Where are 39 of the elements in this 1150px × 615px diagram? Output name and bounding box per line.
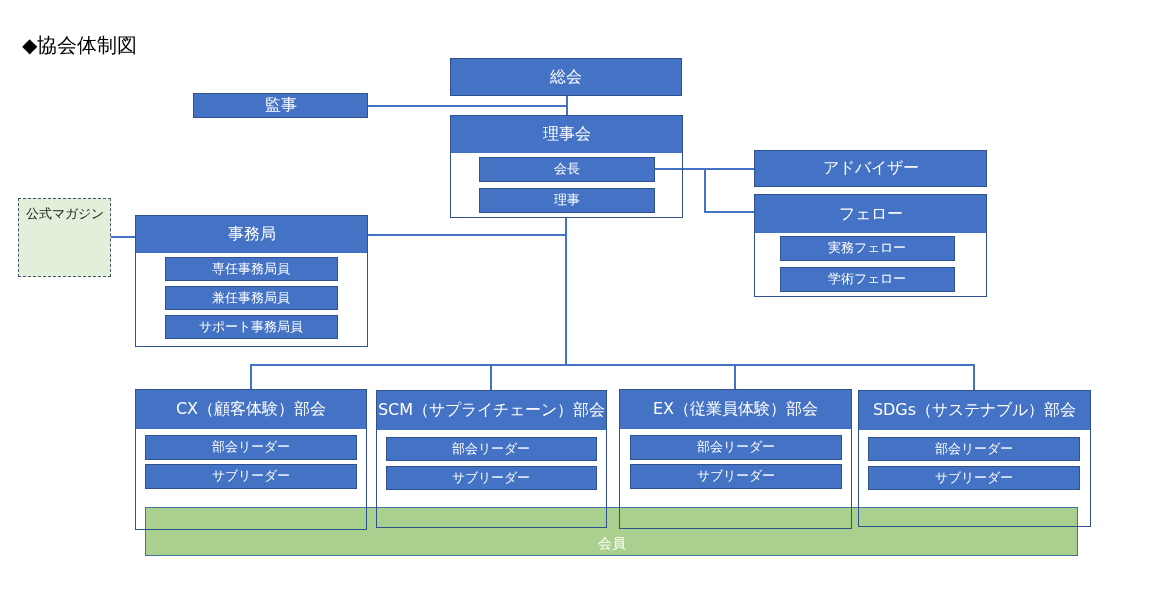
group-box bbox=[376, 390, 607, 528]
group-box bbox=[135, 389, 367, 530]
box-heading: フェロー bbox=[755, 195, 986, 233]
group-box bbox=[858, 390, 1091, 527]
title: ◆協会体制図 bbox=[22, 32, 138, 59]
box-heading: 理事会 bbox=[451, 116, 682, 153]
role-box: 専任事務局員 bbox=[164, 256, 338, 281]
role-box: 会長 bbox=[478, 156, 655, 182]
group-box bbox=[754, 194, 987, 297]
connector-line bbox=[565, 217, 975, 391]
role-box: 実務フェロー bbox=[779, 235, 955, 261]
box-heading: EX（従業員体験）部会 bbox=[620, 390, 851, 429]
role-box: サブリーダー bbox=[629, 463, 842, 489]
role-box: サブリーダー bbox=[385, 465, 597, 490]
org-box: 総会 bbox=[450, 58, 682, 96]
role-box: 部会リーダー bbox=[385, 436, 597, 461]
member-band: 会員 bbox=[145, 507, 1078, 556]
connector-line bbox=[654, 168, 755, 213]
role-box: 兼任事務局員 bbox=[164, 285, 338, 310]
org-box: アドバイザー bbox=[754, 150, 987, 187]
org-box: 監事 bbox=[193, 93, 368, 118]
role-box: サブリーダー bbox=[867, 465, 1080, 490]
role-box: サブリーダー bbox=[144, 463, 357, 489]
role-box: 学術フェロー bbox=[779, 266, 955, 292]
group-box bbox=[450, 115, 683, 218]
role-box: 理事 bbox=[478, 187, 655, 213]
role-box: 部会リーダー bbox=[867, 436, 1080, 461]
box-heading: 事務局 bbox=[136, 216, 367, 253]
box-heading: SDGs（サステナブル）部会 bbox=[859, 391, 1090, 430]
role-box: 部会リーダー bbox=[629, 434, 842, 460]
box-heading: CX（顧客体験）部会 bbox=[136, 390, 366, 429]
role-box: 部会リーダー bbox=[144, 434, 357, 460]
box-heading: SCM（サプライチェーン）部会 bbox=[377, 391, 606, 430]
connector-line bbox=[110, 236, 136, 238]
connector-line bbox=[566, 95, 568, 116]
role-box: サポート事務局員 bbox=[164, 314, 338, 339]
group-box bbox=[619, 389, 852, 529]
group-box bbox=[135, 215, 368, 347]
dashed-box: 公式マガジン bbox=[18, 198, 111, 277]
